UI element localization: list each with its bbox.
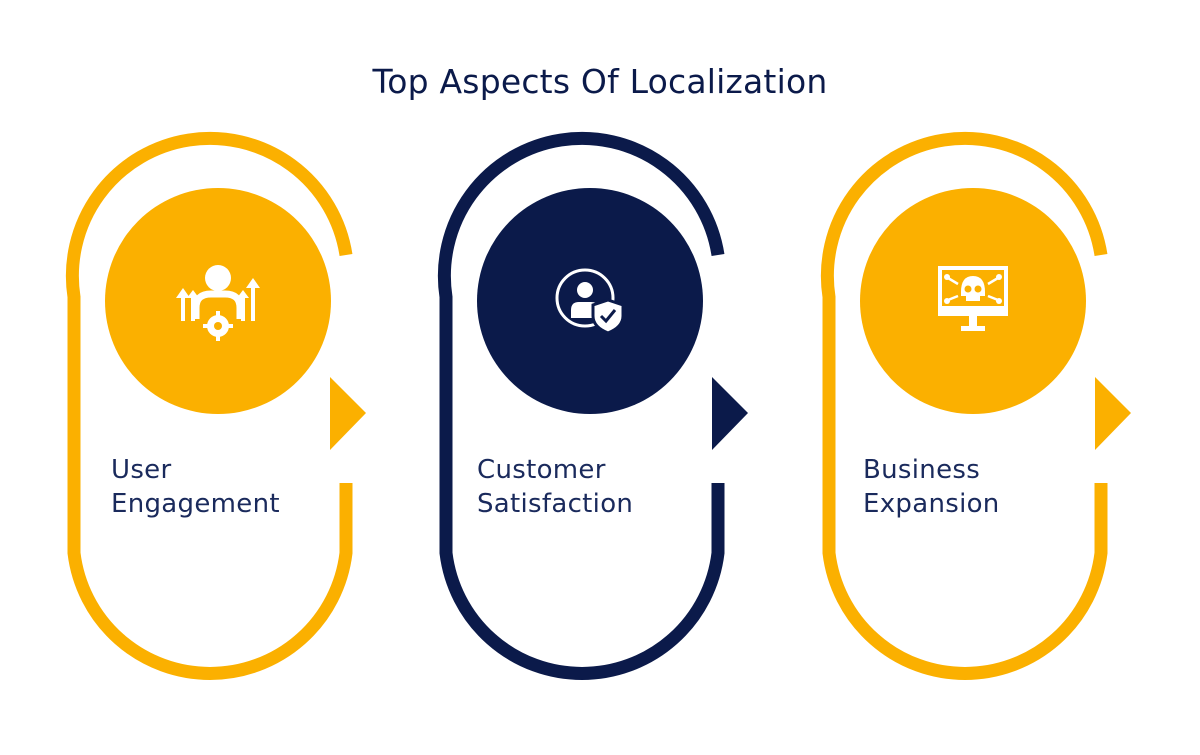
page-title: Top Aspects Of Localization (372, 62, 828, 101)
arrow-right-icon (330, 377, 366, 450)
card-label: Business Expansion (863, 453, 1000, 521)
aspect-card-customer-satisfaction: Customer Satisfaction (437, 131, 748, 695)
card-label-line2: Engagement (111, 489, 280, 519)
card-label: User Engagement (111, 453, 280, 521)
card-frame (437, 131, 748, 680)
icon-circle (477, 188, 703, 414)
arrow-right-icon (712, 377, 748, 450)
monitor-skull-icon (938, 266, 1008, 331)
icon-circle (860, 188, 1086, 414)
aspect-card-business-expansion: Business Expansion (820, 131, 1131, 695)
card-label-line1: User (111, 455, 172, 485)
card-label-line1: Customer (477, 455, 606, 485)
card-frame (65, 131, 366, 680)
card-label-line2: Expansion (863, 489, 1000, 519)
card-label-line1: Business (863, 455, 981, 485)
user-shield-check-icon (555, 268, 625, 335)
icon-circle (105, 188, 331, 414)
aspect-card-user-engagement: User Engagement (65, 131, 368, 695)
card-frame (820, 131, 1131, 680)
card-label-line2: Satisfaction (477, 489, 634, 519)
user-growth-gear-icon (176, 265, 260, 341)
arrow-right-icon (1095, 377, 1131, 450)
card-label: Customer Satisfaction (477, 453, 633, 521)
